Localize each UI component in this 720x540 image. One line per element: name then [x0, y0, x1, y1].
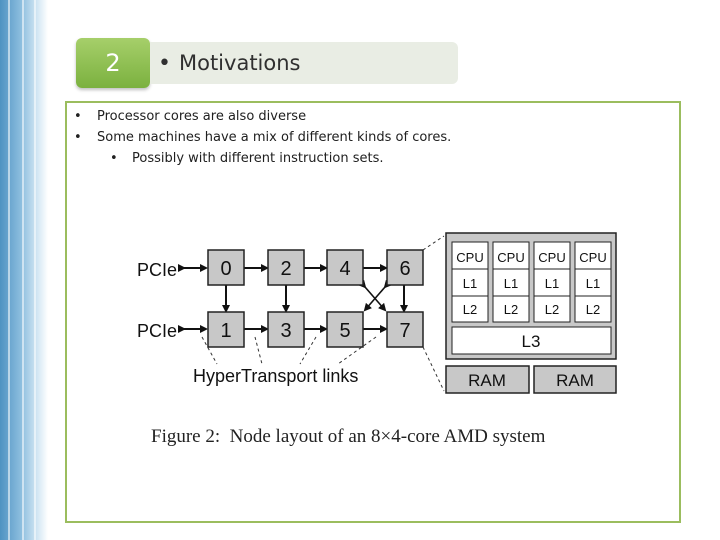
node-box [386, 249, 424, 286]
ram-box [445, 365, 530, 394]
core-column [574, 241, 612, 323]
ram-label: RAM [468, 371, 506, 390]
core-column [533, 241, 571, 323]
node-box [267, 311, 305, 348]
bullet-dot: • [110, 151, 118, 166]
node-box [386, 311, 424, 348]
title-bar: • Motivations [150, 42, 458, 84]
l2-label: L2 [545, 302, 559, 317]
l2-label: L2 [504, 302, 518, 317]
node-label: 6 [399, 258, 410, 280]
hypertransport-label: HyperTransport links [193, 366, 358, 386]
ram-box [533, 365, 617, 394]
l3-label: L3 [522, 332, 541, 351]
zoom-line [422, 235, 445, 251]
node-box [207, 311, 245, 348]
stripe-line [22, 0, 24, 540]
l2-label: L2 [463, 302, 477, 317]
core-column [451, 241, 489, 323]
figure-caption: Figure 2: Node layout of an 8×4-core AMD… [151, 426, 546, 447]
slide-title: Motivations [178, 51, 301, 75]
node-box [326, 311, 364, 348]
slide-number: 2 [76, 38, 150, 88]
l2-label: L2 [586, 302, 600, 317]
links-pointer [201, 336, 218, 365]
left-decorative-stripe [0, 0, 48, 540]
node-label: 5 [339, 320, 350, 342]
node-label: 4 [339, 258, 350, 280]
title-bullet: • [158, 50, 171, 76]
ht-link-cross [363, 279, 392, 312]
bullet-item: • Some machines have a mix of different … [70, 127, 660, 148]
node-label: 0 [220, 258, 231, 280]
l1-label: L1 [504, 276, 518, 291]
bullet-item: • Processor cores are also diverse [70, 106, 660, 127]
links-pointer [299, 336, 317, 365]
cpu-label: CPU [456, 250, 483, 265]
node-label: 1 [220, 320, 231, 342]
bullet-text: Possibly with different instruction sets… [132, 151, 384, 166]
cpu-label: CPU [497, 250, 524, 265]
pcie-label-top: PCIe [137, 260, 177, 280]
bullet-text: Processor cores are also diverse [97, 109, 307, 124]
pcie-label-bottom: PCIe [137, 321, 177, 341]
l3-cache-box [451, 326, 612, 355]
stripe-line [34, 0, 36, 540]
cpu-label: CPU [579, 250, 606, 265]
bullet-dot: • [74, 109, 82, 124]
bullet-dot: • [74, 130, 82, 145]
node-box [267, 249, 305, 286]
bullet-list: • Processor cores are also diverse • Som… [70, 106, 660, 169]
l1-label: L1 [545, 276, 559, 291]
ram-label: RAM [556, 371, 594, 390]
node-box [326, 249, 364, 286]
core-column [492, 241, 530, 323]
node-label: 2 [280, 258, 291, 280]
links-pointer [337, 336, 377, 365]
bullet-text: Some machines have a mix of different ki… [97, 130, 452, 145]
node-label: 7 [399, 320, 410, 342]
cpu-label: CPU [538, 250, 565, 265]
node-label: 3 [280, 320, 291, 342]
stripe-line [8, 0, 10, 540]
links-pointer [254, 336, 263, 365]
zoom-line [422, 346, 445, 392]
node-box [207, 249, 245, 286]
l1-label: L1 [586, 276, 600, 291]
l1-label: L1 [463, 276, 477, 291]
sub-bullet-item: • Possibly with different instruction se… [70, 148, 660, 169]
